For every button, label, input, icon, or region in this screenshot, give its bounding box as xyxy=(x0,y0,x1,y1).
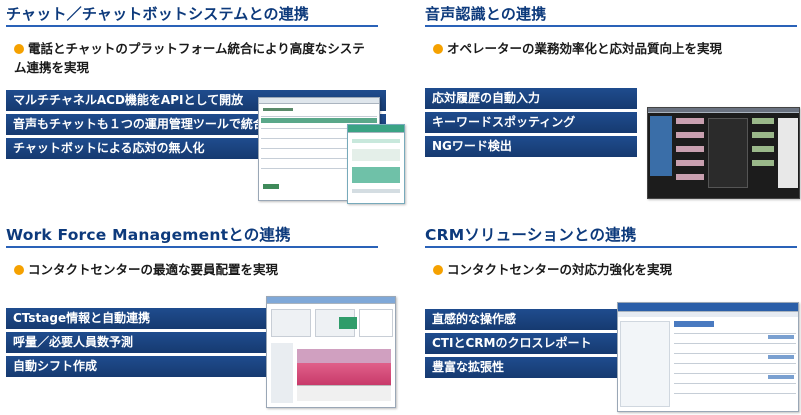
row-line xyxy=(674,353,796,354)
ui-tab xyxy=(674,321,714,327)
row-line xyxy=(261,148,377,149)
crm-screenshot xyxy=(617,302,799,412)
feature-text: オペレーターの業務効率化と応対品質向上を実現 xyxy=(447,41,723,56)
feature-bar: キーワードスポッティング xyxy=(425,112,637,133)
row-line xyxy=(674,343,796,344)
row-line xyxy=(261,158,377,159)
ui-highlight xyxy=(339,317,357,329)
panel-voice-recognition: 音声認識との連携 オペレーターの業務効率化と応対品質向上を実現 応対履歴の自動入… xyxy=(425,3,797,198)
feature-statement: コンタクトセンターの最適な要員配置を実現 xyxy=(14,260,374,279)
ui-tag xyxy=(768,355,794,359)
row-line xyxy=(674,363,796,364)
panel-wfm: Work Force Managementとの連携 コンタクトセンターの最適な要… xyxy=(6,224,378,415)
ui-label xyxy=(263,108,293,111)
ui-table xyxy=(271,309,311,337)
feature-bar: 呼量／必要人員数予測 xyxy=(6,332,268,353)
ui-chart-band xyxy=(297,349,391,363)
feature-bar: NGワード検出 xyxy=(425,136,637,157)
feature-bar: 応対履歴の自動入力 xyxy=(425,88,637,109)
feature-bar: 直感的な操作感 xyxy=(425,309,617,330)
ui-chart-axis xyxy=(297,385,391,401)
bullet-icon xyxy=(433,44,443,54)
row-line xyxy=(261,168,377,169)
feature-statement: 電話とチャットのプラットフォーム統合により高度なシステム連携を実現 xyxy=(14,39,374,77)
ui-tag xyxy=(676,160,704,166)
ui-sidebar xyxy=(650,116,672,176)
window-titlebar xyxy=(259,98,379,104)
ui-tag xyxy=(768,335,794,339)
feature-bar: 自動シフト作成 xyxy=(6,356,268,377)
voice-recognition-screenshot xyxy=(647,107,800,199)
ui-field xyxy=(352,149,400,161)
ui-field xyxy=(352,139,400,143)
ui-tag xyxy=(676,146,704,152)
feature-bar: 豊富な拡張性 xyxy=(425,357,617,378)
ui-panel xyxy=(352,167,400,183)
row-line xyxy=(674,393,796,394)
ui-panel xyxy=(778,118,798,188)
panel-title: 音声認識との連携 xyxy=(425,3,797,27)
feature-text: コンタクトセンターの対応力強化を実現 xyxy=(447,262,673,277)
row-line xyxy=(674,383,796,384)
ui-tag xyxy=(752,146,774,152)
feature-statement: オペレーターの業務効率化と応対品質向上を実現 xyxy=(433,39,793,58)
ui-tag xyxy=(752,132,774,138)
window-titlebar xyxy=(648,108,799,113)
ui-button xyxy=(263,184,279,189)
ui-sidebar xyxy=(620,321,670,407)
selected-row xyxy=(261,118,377,123)
wfm-screenshot xyxy=(266,296,396,408)
window-titlebar xyxy=(348,125,404,133)
ui-tag xyxy=(676,132,704,138)
window-titlebar xyxy=(267,297,395,304)
feature-text: コンタクトセンターの最適な要員配置を実現 xyxy=(28,262,279,277)
ui-transcript xyxy=(708,118,748,188)
ui-tag xyxy=(768,375,794,379)
row-line xyxy=(674,333,796,334)
bullet-icon xyxy=(14,265,24,275)
feature-bar: CTstage情報と自動連携 xyxy=(6,308,268,329)
feature-list: 応対履歴の自動入力 キーワードスポッティング NGワード検出 xyxy=(425,88,797,160)
panel-title: Work Force Managementとの連携 xyxy=(6,224,378,248)
ui-tag xyxy=(676,174,704,180)
chat-popup-screenshot xyxy=(347,124,405,204)
ui-tag xyxy=(752,160,774,166)
ui-sidebar xyxy=(271,343,293,403)
row-line xyxy=(261,128,377,129)
panel-title: チャット／チャットボットシステムとの連携 xyxy=(6,3,378,27)
panel-crm: CRMソリューションとの連携 コンタクトセンターの対応力強化を実現 直感的な操作… xyxy=(425,224,797,415)
ui-field xyxy=(352,189,400,193)
ui-chart-area xyxy=(297,363,391,385)
feature-bar: CTIとCRMのクロスレポート xyxy=(425,333,617,354)
ui-tag xyxy=(676,118,704,124)
feature-list: 直感的な操作感 CTIとCRMのクロスレポート 豊富な拡張性 xyxy=(425,309,797,381)
bullet-icon xyxy=(433,265,443,275)
window-titlebar xyxy=(618,303,798,312)
panel-title: CRMソリューションとの連携 xyxy=(425,224,797,248)
ui-form xyxy=(359,309,393,337)
row-line xyxy=(261,138,377,139)
feature-text: 電話とチャットのプラットフォーム統合により高度なシステム連携を実現 xyxy=(14,41,365,75)
ui-toolbar xyxy=(618,312,798,317)
row-line xyxy=(674,373,796,374)
feature-statement: コンタクトセンターの対応力強化を実現 xyxy=(433,260,793,279)
row-line xyxy=(261,116,377,117)
ui-tag xyxy=(752,118,774,124)
bullet-icon xyxy=(14,44,24,54)
feature-list: CTstage情報と自動連携 呼量／必要人員数予測 自動シフト作成 xyxy=(6,308,378,380)
